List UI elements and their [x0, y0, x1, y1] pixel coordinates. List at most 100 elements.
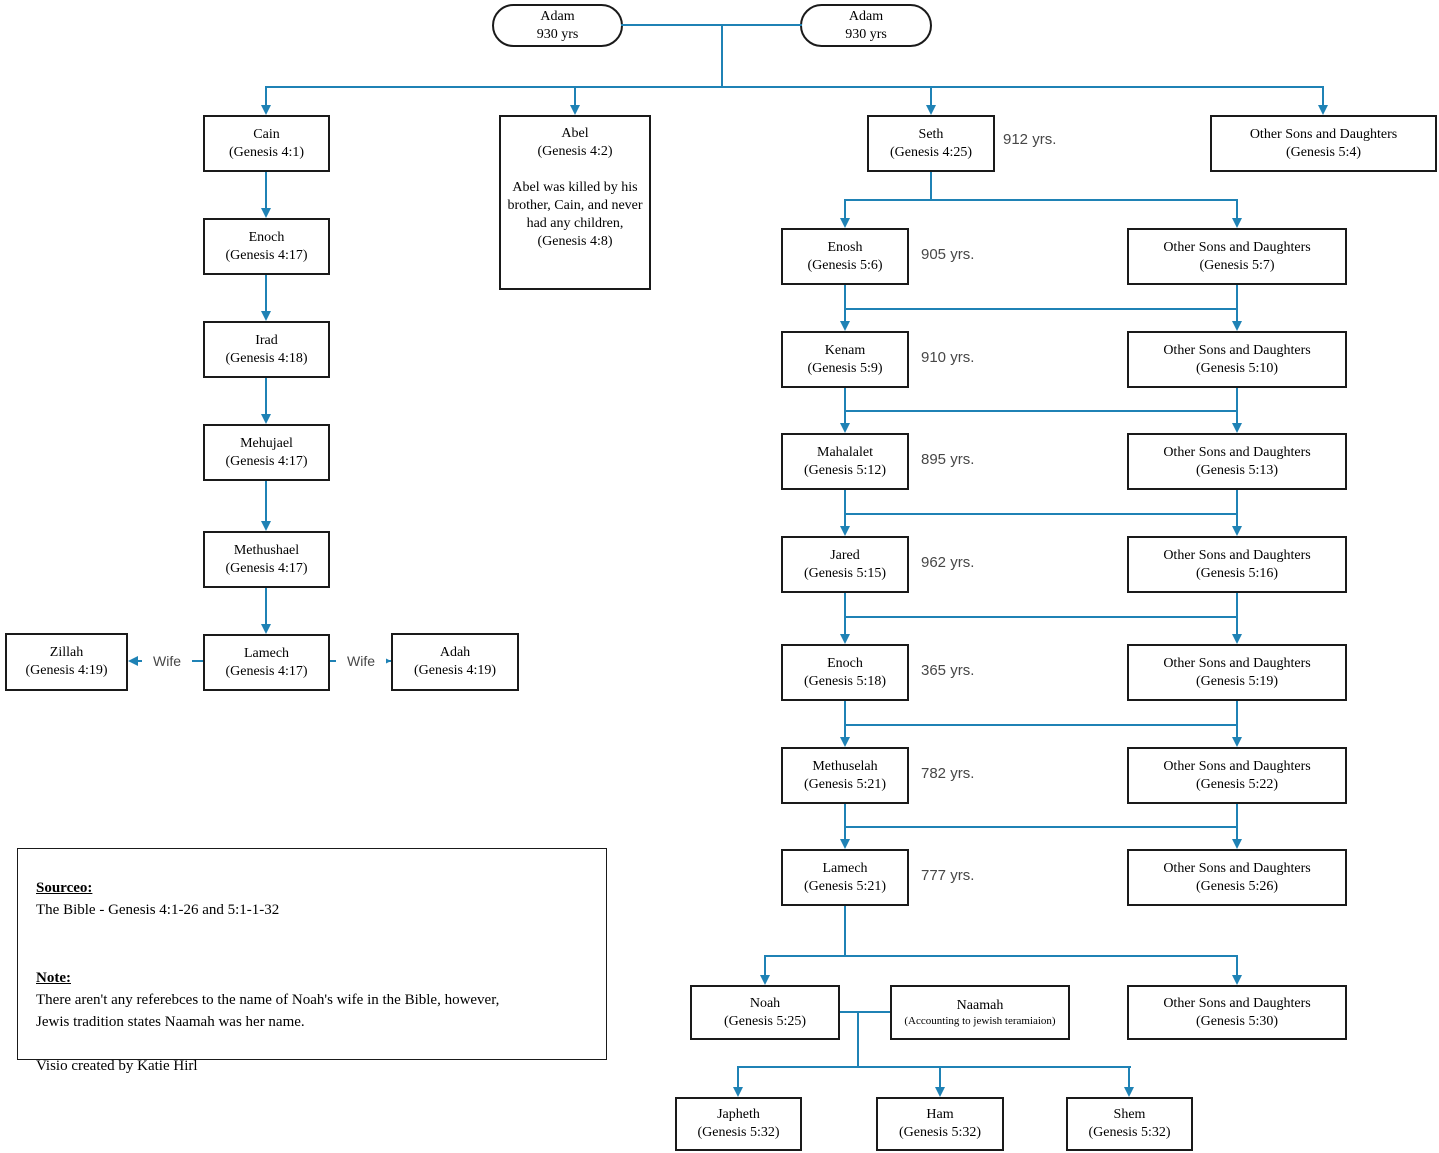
node-name: Naamah: [956, 998, 1004, 1013]
node-enoch-cain: Enoch (Genesis 4:17): [203, 218, 330, 275]
arrowhead-down-icon: [760, 975, 770, 985]
node-ref: (Genesis 4:25): [889, 144, 973, 160]
connector: [764, 955, 766, 977]
node-name: Adam: [848, 8, 884, 24]
connector-adam-marriage: [621, 24, 802, 26]
connector-top-branch: [265, 86, 1324, 88]
node-ref: (Genesis 5:32): [898, 1125, 982, 1140]
connector: [844, 199, 1238, 201]
node-name: Other Sons and Daughters: [1163, 444, 1311, 460]
node-ref: (Genesis 4:19): [413, 663, 497, 678]
node-ref: (Genesis 5:32): [1088, 1125, 1171, 1140]
node-name: Adam: [540, 8, 575, 24]
legend-box: Sourceo: The Bible - Genesis 4:1-26 and …: [17, 848, 607, 1074]
years-label: 910 yrs.: [921, 349, 975, 366]
note-heading: Note:: [36, 970, 71, 986]
node-mahalalet: Mahalalet (Genesis 5:12): [781, 433, 909, 490]
connector: [1236, 804, 1238, 841]
node-ref: (Genesis 5:26): [1195, 878, 1279, 894]
arrowhead-down-icon: [1124, 1087, 1134, 1097]
node-ref: (Genesis 5:21): [803, 878, 887, 894]
credit-line: Visio created by Katie Hirl: [36, 1058, 198, 1074]
node-irad: Irad (Genesis 4:18): [203, 321, 330, 378]
node-name: Other Sons and Daughters: [1163, 239, 1311, 255]
node-ref: (Genesis 5:15): [803, 565, 887, 581]
node-jared: Jared (Genesis 5:15): [781, 536, 909, 593]
arrowhead-down-icon: [935, 1087, 945, 1097]
node-name: Noah: [749, 995, 781, 1011]
node-other-sons-8: Other Sons and Daughters (Genesis 5:26): [1127, 849, 1347, 906]
arrowhead-down-icon: [261, 521, 271, 531]
node-ref: (Genesis 4:17): [225, 560, 308, 576]
node-seth: Seth (Genesis 4:25): [867, 115, 995, 172]
arrowhead-down-icon: [1232, 975, 1242, 985]
connector: [1236, 199, 1238, 220]
node-name: Abel: [561, 126, 589, 141]
connector: [1236, 593, 1238, 636]
source-body: The Bible - Genesis 4:1-26 and 5:1-1-32: [36, 902, 280, 918]
years-label: 782 yrs.: [921, 765, 975, 782]
connector: [1236, 955, 1238, 977]
wife-label: Wife: [336, 652, 386, 670]
node-other-sons-7: Other Sons and Daughters (Genesis 5:22): [1127, 747, 1347, 804]
arrowhead-down-icon: [1232, 218, 1242, 228]
source-heading: Sourceo:: [36, 880, 93, 896]
connector: [844, 513, 1238, 515]
connector: [265, 172, 267, 210]
node-ref: (Genesis 5:10): [1195, 360, 1279, 376]
node-name: Cain: [253, 126, 280, 142]
node-ham: Ham (Genesis 5:32): [876, 1097, 1004, 1151]
node-other-sons-9: Other Sons and Daughters (Genesis 5:30): [1127, 985, 1347, 1040]
arrowhead-down-icon: [1232, 634, 1242, 644]
connector: [265, 588, 267, 626]
node-enoch-seth: Enoch (Genesis 5:18): [781, 644, 909, 701]
node-ref: (Genesis 5:7): [1199, 257, 1275, 273]
node-ref: (Genesis 4:2): [537, 144, 613, 159]
connector: [844, 593, 846, 636]
connector: [764, 955, 1238, 957]
node-abel: Abel (Genesis 4:2) Abel was killed by hi…: [499, 115, 651, 290]
node-zillah: Zillah (Genesis 4:19): [5, 633, 128, 691]
years-label: 905 yrs.: [921, 246, 975, 263]
node-other-sons-5: Other Sons and Daughters (Genesis 5:16): [1127, 536, 1347, 593]
node-name: Shem: [1113, 1107, 1146, 1122]
connector: [1322, 86, 1324, 107]
node-methushael: Methushael (Genesis 4:17): [203, 531, 330, 588]
connector: [939, 1066, 941, 1089]
arrowhead-down-icon: [1232, 839, 1242, 849]
node-mehujael: Mehujael (Genesis 4:17): [203, 424, 330, 481]
arrowhead-left-icon: [128, 656, 138, 666]
arrowhead-down-icon: [261, 208, 271, 218]
node-adam-right: Adam 930 yrs: [800, 4, 932, 47]
connector: [265, 86, 267, 107]
connector: [844, 199, 846, 220]
connector: [265, 275, 267, 313]
node-ref: (Genesis 5:32): [697, 1125, 780, 1140]
connector: [844, 724, 1238, 726]
node-name: Methuselah: [812, 758, 878, 774]
node-name: Other Sons and Daughters: [1163, 758, 1311, 774]
node-name: Other Sons and Daughters: [1163, 342, 1311, 358]
node-shem: Shem (Genesis 5:32): [1066, 1097, 1193, 1151]
node-other-sons-4: Other Sons and Daughters (Genesis 5:13): [1127, 433, 1347, 490]
node-ref: (Accounting to jewish teramiaion): [904, 1015, 1056, 1027]
connector-adam-drop: [721, 24, 723, 87]
connector: [1236, 285, 1238, 323]
abel-note: Abel was killed by his brother, Cain, an…: [507, 180, 643, 231]
connector: [737, 1066, 739, 1089]
node-name: Enosh: [827, 239, 863, 255]
arrowhead-down-icon: [733, 1087, 743, 1097]
arrowhead-down-icon: [840, 423, 850, 433]
node-name: Other Sons and Daughters: [1249, 126, 1398, 142]
node-name: Japheth: [717, 1107, 760, 1122]
node-other-sons-1: Other Sons and Daughters (Genesis 5:4): [1210, 115, 1437, 172]
node-name: Kenam: [824, 342, 866, 358]
connector: [844, 410, 1238, 412]
node-adam-left: Adam 930 yrs: [492, 4, 623, 47]
arrowhead-down-icon: [926, 105, 936, 115]
connector: [857, 1011, 859, 1068]
connector: [844, 616, 1238, 618]
node-years: 930 yrs: [536, 26, 579, 42]
node-ref: (Genesis 5:19): [1195, 673, 1279, 689]
